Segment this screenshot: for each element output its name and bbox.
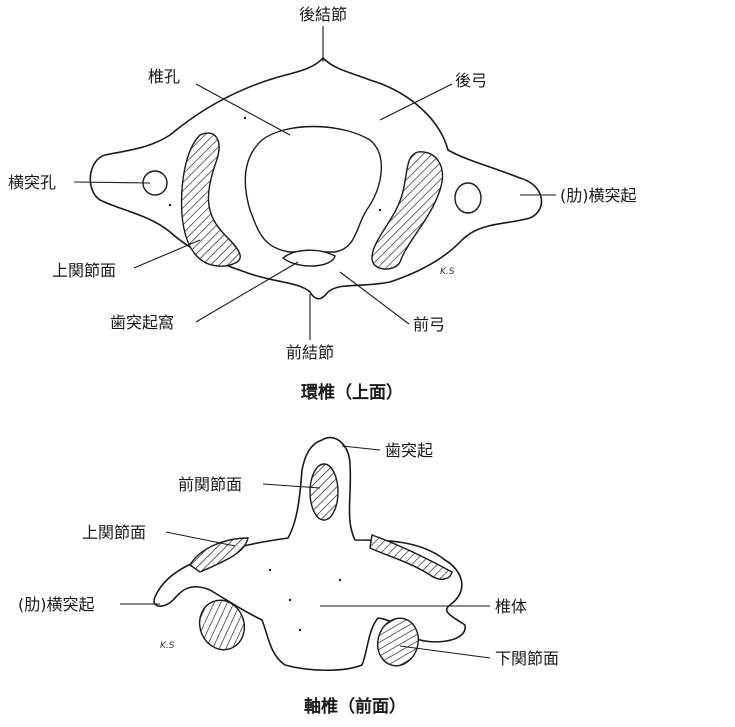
label-atlas-transverse-process: (肋)横突起 <box>560 186 637 205</box>
atlas-leaders <box>73 26 556 340</box>
atlas-drawing: K.S <box>89 57 543 300</box>
axis-right-inferior-facet <box>377 617 419 667</box>
axis-labels: 歯突起 前関節面 上関節面 (肋)横突起 椎体 下関節面 軸椎（前面） <box>18 441 559 717</box>
axis-anterior-articular-facet <box>309 463 339 521</box>
leader-dens-facet <box>195 261 299 323</box>
label-anterior-tubercle: 前結節 <box>286 343 334 362</box>
label-inferior-facet: 下関節面 <box>495 649 559 668</box>
axis-texture-dot <box>298 628 302 632</box>
axis-drawing: K.S <box>153 436 466 671</box>
label-anterior-arch: 前弓 <box>413 315 445 334</box>
label-posterior-tubercle: 後結節 <box>299 5 347 24</box>
atlas-texture-dot <box>243 116 247 120</box>
atlas-vertebral-foramen <box>244 125 383 253</box>
axis-left-inferior-facet <box>198 599 246 651</box>
leader-dens <box>341 445 381 451</box>
label-atlas-superior-facet: 上関節面 <box>52 261 116 280</box>
axis-texture-dot <box>268 568 272 572</box>
atlas-signature: K.S <box>440 267 455 277</box>
atlas-right-transverse-foramen <box>454 182 482 214</box>
axis-leaders <box>120 445 491 659</box>
atlas-texture-dot <box>168 203 172 207</box>
leader-transverse-foramen <box>73 181 151 184</box>
label-dens: 歯突起 <box>385 441 433 460</box>
axis-texture-dot <box>288 598 292 602</box>
leader-anterior-arch <box>339 271 410 325</box>
axis-left-superior-facet <box>189 537 249 573</box>
axis-caption: 軸椎（前面） <box>304 696 406 717</box>
leader-anterior-articular-facet <box>262 483 321 489</box>
leader-axis-superior-facet <box>165 531 236 547</box>
leader-posterior-arch <box>379 83 453 121</box>
atlas-dens-fossa <box>281 249 336 267</box>
leader-inferior-facet <box>399 645 491 659</box>
atlas-left-superior-facet <box>180 132 241 267</box>
atlas-caption: 環椎（上面） <box>301 382 403 403</box>
atlas-right-superior-facet <box>371 151 444 270</box>
axis-signature: K.S <box>160 641 175 651</box>
axis-texture-dot <box>338 578 342 582</box>
leader-atlas-superior-facet <box>133 239 201 269</box>
label-posterior-arch: 後弓 <box>455 71 487 90</box>
atlas-labels: 後結節 椎孔 後弓 横突孔 (肋)横突起 上関節面 歯突起窩 前弓 前結節 環椎… <box>8 5 637 403</box>
label-axis-transverse-process: (肋)横突起 <box>18 595 95 614</box>
label-anterior-articular-facet: 前関節面 <box>178 475 242 494</box>
axis-right-superior-facet <box>369 534 453 580</box>
atlas-texture-dot <box>378 208 382 212</box>
label-transverse-foramen: 横突孔 <box>8 173 56 192</box>
label-vertebral-foramen: 椎孔 <box>148 67 180 86</box>
label-dens-facet: 歯突起窩 <box>110 313 174 332</box>
label-axis-superior-facet: 上関節面 <box>82 523 146 542</box>
label-body: 椎体 <box>495 597 527 616</box>
leader-vertebral-foramen <box>195 83 291 136</box>
